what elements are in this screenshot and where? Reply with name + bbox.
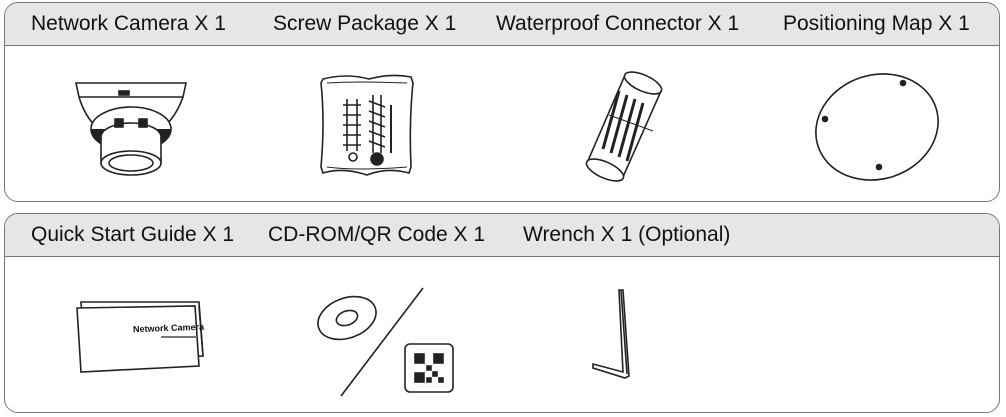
item-label-positioning-map: Positioning Map X 1 xyxy=(783,12,970,35)
item-label-cd-rom-qr-code: CD-ROM/QR Code X 1 xyxy=(268,223,486,246)
package-contents-panel-top: Network Camera X 1 Screw Package X 1 Wat… xyxy=(4,2,1000,202)
network-camera-icon xyxy=(75,82,187,176)
quick-start-guide-icon: Network Camera xyxy=(71,296,211,376)
item-label-quick-start-guide: Quick Start Guide X 1 xyxy=(31,223,235,246)
item-label-network-camera: Network Camera X 1 xyxy=(31,12,226,35)
panel-header: Quick Start Guide X 1 CD-ROM/QR Code X 1… xyxy=(5,214,999,257)
screw-package-icon xyxy=(320,74,414,176)
positioning-map-icon xyxy=(815,73,939,181)
package-contents-panel-bottom: Quick Start Guide X 1 CD-ROM/QR Code X 1… xyxy=(4,213,1000,413)
item-label-wrench: Wrench X 1 (Optional) xyxy=(523,223,731,246)
panel-header: Network Camera X 1 Screw Package X 1 Wat… xyxy=(5,3,999,46)
cd-rom-qr-code-icon xyxy=(317,287,454,397)
wrench-icon xyxy=(592,289,630,379)
waterproof-connector-icon xyxy=(585,71,663,182)
item-label-waterproof-connector: Waterproof Connector X 1 xyxy=(496,12,740,35)
item-label-screw-package: Screw Package X 1 xyxy=(273,12,457,35)
guide-cover-subtitle-lines xyxy=(161,336,197,338)
